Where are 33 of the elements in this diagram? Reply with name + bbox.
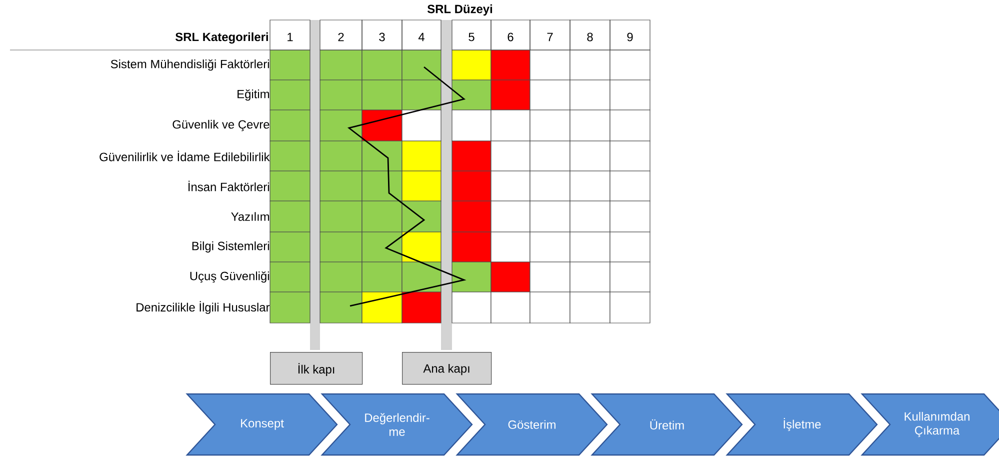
row-label: Bilgi Sistemleri <box>192 241 269 253</box>
row-label: Eğitim <box>238 89 270 101</box>
row-label: Güvenlik ve Çevre <box>172 120 270 132</box>
row-label: Yazılım <box>231 212 270 221</box>
column-number: 8 <box>587 32 593 42</box>
node-label: Kullanımdan Çıkarma <box>904 412 970 438</box>
process-step: Gösterim <box>456 393 608 456</box>
row-label: Uçuş Güvenliği <box>190 271 269 283</box>
column-number: 3 <box>379 32 385 42</box>
gate-box: Ana kapı <box>402 352 492 385</box>
node-label: Gösterim <box>508 420 556 429</box>
axis-title: SRL Kategorileri <box>175 32 268 44</box>
node-label: İşletme <box>784 418 821 431</box>
column-number: 9 <box>627 32 633 42</box>
column-number: 2 <box>338 32 344 42</box>
column-number: 1 <box>288 32 293 42</box>
column-number: 5 <box>468 32 474 42</box>
node-label: Değerlendir-me <box>365 413 430 436</box>
axis-title: SRL Düzeyi <box>427 4 492 16</box>
process-step: Değerlendir-me <box>320 393 473 456</box>
column-number: 7 <box>547 32 553 42</box>
row-label: Denizcilikle İlgili Hususlar <box>136 301 270 314</box>
process-step: Kullanımdan Çıkarma <box>860 393 999 456</box>
node-label: Üretim <box>650 419 684 430</box>
row-label: Sistem Mühendisliği Faktörleri <box>110 59 269 71</box>
row-label: İnsan Faktörleri <box>188 180 269 192</box>
process-step: Üretim <box>590 393 743 456</box>
gate-box: İlk kapı <box>270 352 363 385</box>
column-number: 6 <box>508 32 514 42</box>
process-step: Konsept <box>186 393 338 456</box>
column-number: 4 <box>418 32 424 42</box>
row-label: Güvenilirlik ve İdame Edilebilirlik <box>100 150 270 162</box>
process-step: İşletme <box>726 393 878 456</box>
